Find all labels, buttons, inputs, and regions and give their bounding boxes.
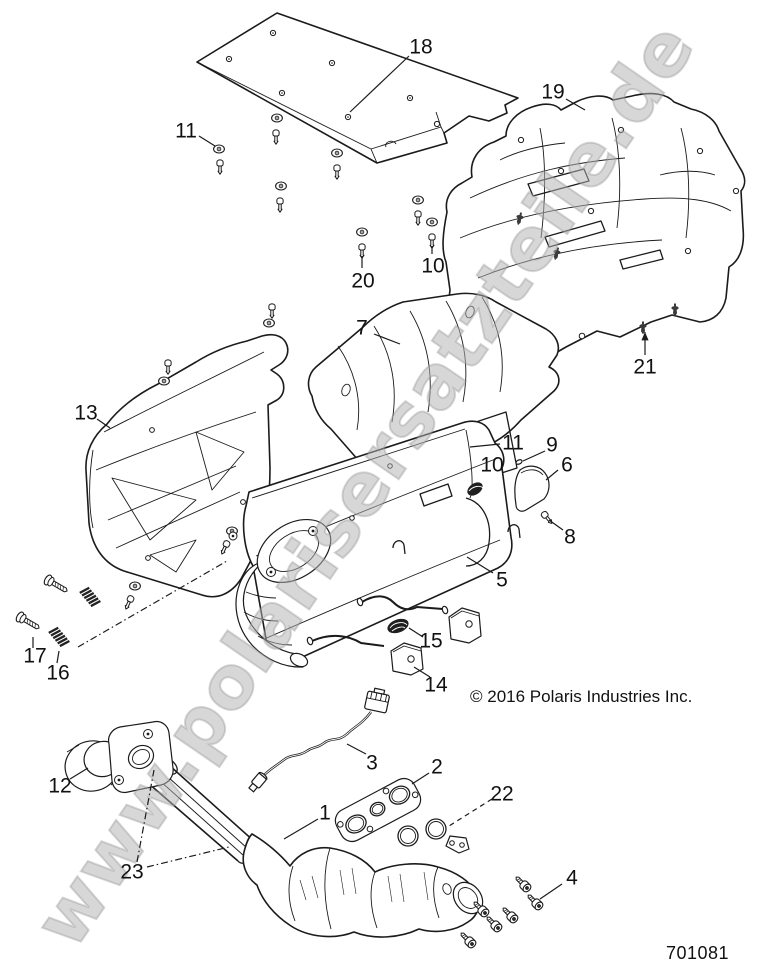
- leader-line: [522, 450, 546, 462]
- callout-13: 13: [74, 401, 98, 425]
- callout-10: 10: [421, 254, 445, 278]
- inlet-flange: [228, 518, 332, 584]
- leader-line: [545, 469, 559, 481]
- callout-22: 22: [490, 782, 514, 806]
- callout-14: 14: [424, 673, 448, 697]
- callout-11: 11: [502, 431, 524, 455]
- rubber-isolator: [467, 482, 483, 496]
- skid-plate: [196, 12, 519, 164]
- leader-line: [96, 418, 111, 429]
- callout-17: 17: [23, 644, 47, 668]
- seal-rings: [397, 818, 447, 847]
- callout-19: 19: [541, 80, 565, 104]
- leader-line: [198, 135, 216, 147]
- cat-pipe: [235, 560, 304, 668]
- callout-3: 3: [366, 751, 378, 775]
- copyright-notice: © 2016 Polaris Industries Inc.: [470, 687, 693, 706]
- callout-12: 12: [48, 774, 72, 798]
- leader-line: [373, 333, 401, 345]
- callout-4: 4: [566, 866, 578, 890]
- leader-line: [346, 743, 367, 755]
- drawing-number: 701081: [666, 943, 730, 963]
- leader-line: [283, 818, 319, 840]
- leader-line: [466, 556, 494, 574]
- cover-and-clip: [514, 459, 555, 526]
- callout-21: 21: [633, 355, 657, 379]
- leader-line: [56, 650, 60, 664]
- callout-11: 11: [175, 119, 197, 143]
- leader-line: [565, 98, 586, 111]
- muffler: [228, 420, 521, 668]
- callout-7: 7: [356, 316, 368, 340]
- manifold-gasket: [334, 777, 422, 843]
- pipe-flange: [107, 720, 174, 794]
- callout-8: 8: [564, 525, 576, 549]
- callout-6: 6: [561, 453, 573, 477]
- leader-line: [469, 443, 501, 448]
- callout-9: 9: [546, 433, 558, 457]
- leader-line: [349, 55, 410, 113]
- callout-23: 23: [120, 860, 144, 884]
- leader-line: [413, 666, 431, 678]
- leader-line: [548, 519, 564, 531]
- head-pipe: [107, 720, 484, 938]
- leader-line: [408, 627, 424, 638]
- callout-10: 10: [480, 453, 504, 477]
- callout-15: 15: [419, 629, 443, 653]
- callout-20: 20: [351, 269, 375, 293]
- heat-shield-rear: [442, 92, 746, 363]
- oxygen-sensor: [248, 687, 390, 793]
- leader-line: [69, 767, 89, 780]
- leader-line: [411, 772, 430, 785]
- speed-clip: [515, 459, 523, 465]
- callout-2: 2: [431, 755, 443, 779]
- callout-16: 16: [46, 661, 70, 685]
- leader-line: [136, 769, 155, 863]
- callout-18: 18: [409, 35, 433, 59]
- leader-line: [539, 883, 563, 900]
- callout-1: 1: [319, 801, 331, 825]
- heat-shield-left: [85, 303, 289, 611]
- callout-5: 5: [496, 568, 508, 592]
